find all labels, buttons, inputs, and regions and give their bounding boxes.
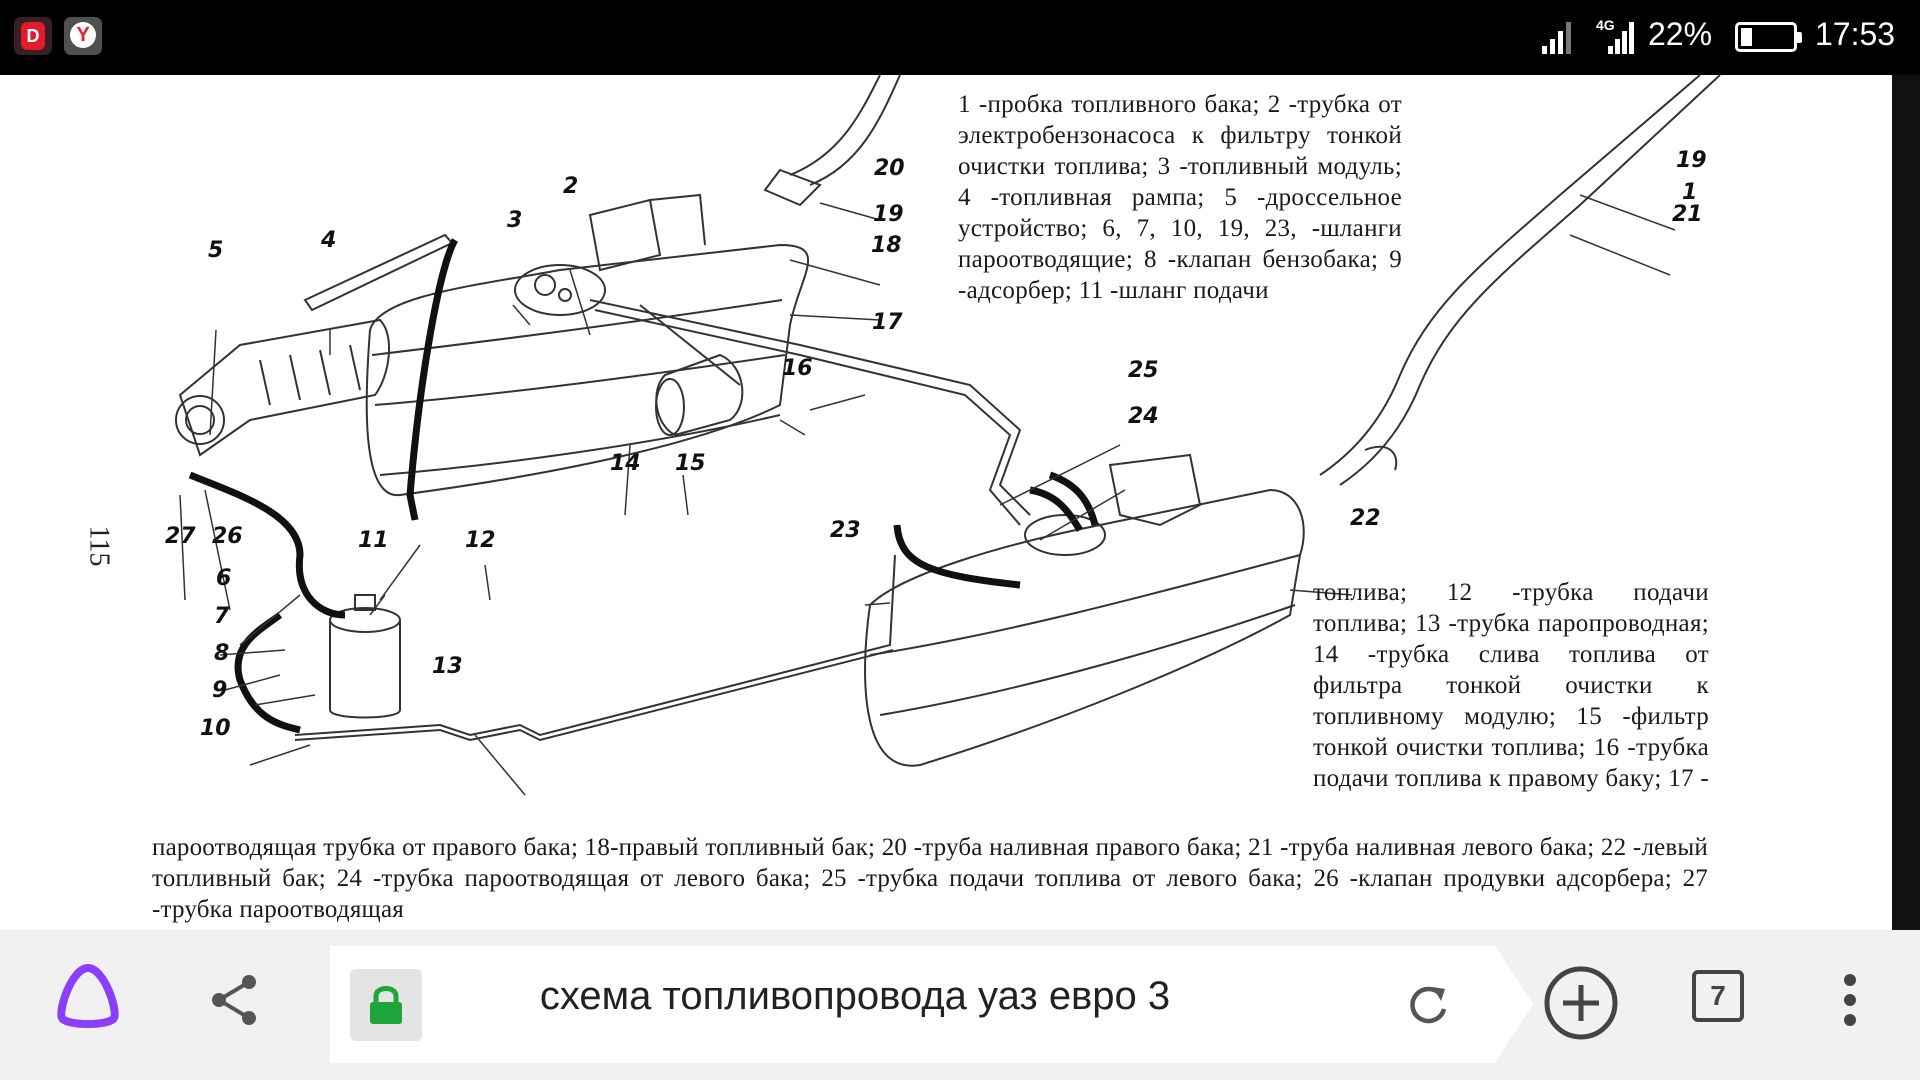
yandex-browser-icon: Y: [64, 17, 102, 55]
label-22: 22: [1350, 506, 1381, 531]
lock-icon: [370, 986, 402, 1024]
label-7: 7: [214, 604, 230, 629]
label-17: 17: [872, 310, 903, 335]
label-5: 5: [208, 238, 223, 263]
label-25: 25: [1128, 358, 1159, 383]
share-button[interactable]: [205, 970, 265, 1030]
label-19: 19: [873, 202, 904, 227]
label-3: 3: [507, 208, 522, 233]
fuel-system-diagram: 1 2 3 4 5 6 7 8 9 10 11 12 13 14 15 16 1…: [165, 75, 1721, 796]
label-4: 4: [320, 228, 336, 253]
signal-icon: [1542, 22, 1571, 54]
signal-4g-icon: [1608, 22, 1634, 54]
label-21: 21: [1672, 202, 1703, 227]
label-10: 10: [200, 716, 231, 741]
browser-toolbar: схема топливопровода уаз евро 3 7: [0, 930, 1920, 1080]
label-19b: 19: [1676, 148, 1707, 173]
label-2: 2: [563, 174, 578, 199]
label-18: 18: [871, 233, 902, 258]
label-14: 14: [610, 451, 641, 476]
label-23: 23: [830, 518, 861, 543]
label-13: 13: [432, 654, 463, 679]
clock: 17:53: [1815, 16, 1896, 52]
battery-percent: 22%: [1648, 16, 1713, 52]
label-16: 16: [782, 356, 813, 381]
label-6: 6: [216, 566, 231, 591]
label-20: 20: [874, 156, 905, 181]
reload-button[interactable]: [1400, 976, 1456, 1032]
caption-bottom: пароотводящая трубка от правого бака; 18…: [152, 834, 1708, 923]
menu-button[interactable]: [1835, 970, 1865, 1030]
status-bar: D Y 4G 22% 17:53: [0, 0, 1920, 75]
label-9: 9: [212, 678, 227, 703]
tabs-button[interactable]: 7: [1692, 970, 1744, 1022]
page-edge: [1892, 75, 1920, 930]
label-26: 26: [212, 524, 243, 549]
plus-circle-icon: [1544, 966, 1618, 1040]
web-page[interactable]: 1 2 3 4 5 6 7 8 9 10 11 12 13 14 15 16 1…: [0, 75, 1892, 930]
alice-icon: [57, 964, 119, 1028]
more-vert-icon: [1844, 974, 1856, 1026]
security-badge[interactable]: [350, 969, 422, 1041]
network-type: 4G: [1596, 17, 1615, 33]
label-27: 27: [165, 524, 196, 549]
address-bar[interactable]: схема топливопровода уаз евро 3: [330, 946, 1533, 1063]
label-12: 12: [465, 528, 496, 553]
caption-right: топлива; 12 -трубка подачи топлива; 13 -…: [1313, 579, 1709, 792]
alice-button[interactable]: [52, 960, 124, 1032]
new-tab-button[interactable]: [1543, 965, 1619, 1041]
page-number: 115: [83, 525, 115, 567]
app-d-icon: D: [14, 17, 52, 55]
search-query: схема топливопровода уаз евро 3: [539, 974, 1171, 1018]
battery-icon: [1735, 22, 1802, 52]
label-11: 11: [358, 528, 389, 553]
label-8: 8: [214, 641, 229, 666]
label-24: 24: [1128, 404, 1159, 429]
share-icon: [212, 975, 256, 1025]
label-15: 15: [675, 451, 706, 476]
caption-top: 1 -пробка топливного бака; 2 -трубка от …: [958, 91, 1402, 304]
label-1: 1: [1682, 180, 1697, 205]
reload-icon: [1410, 986, 1447, 1024]
